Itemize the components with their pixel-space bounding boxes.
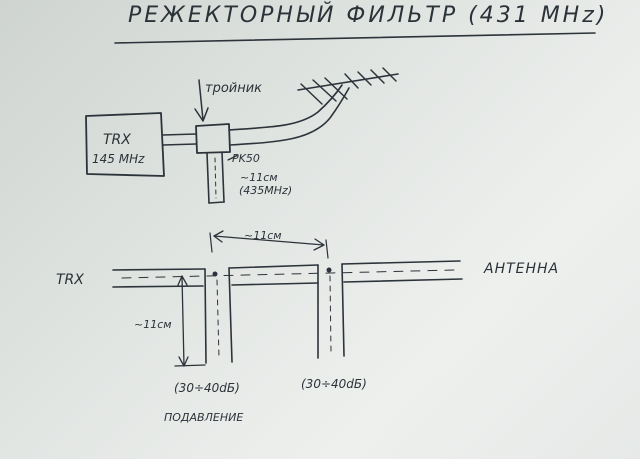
trx-frequency: 145 MHz [92,152,145,166]
spacing-arrow-left [213,230,224,243]
top-stub-right-wall [221,151,225,203]
stub2-walls [317,263,345,359]
stub-length-base [174,364,206,367]
main-line-centre-conductor [121,269,456,279]
top-stub-end [208,201,225,204]
tee-arrow-head [194,107,209,122]
stub-length-label: ~11см [134,318,172,331]
coax-to-antenna-top [228,84,343,131]
spacing-dimension-line [213,235,325,246]
stub2-attenuation: (30÷40dБ) [301,377,367,391]
spacing-tick-right [325,239,329,259]
stub1-junction-dot [212,271,218,277]
suppression-label: ПОДАВЛЕНИЕ [164,411,243,424]
stub-length-dimension-line [181,275,185,367]
top-stub-length: ~11см [240,171,278,184]
antenna-icon [297,67,399,105]
spacing-tick-left [209,232,213,253]
spacing-arrow-right [313,238,325,251]
stub2-centre-conductor [329,275,332,353]
stub-length-arrow-top [177,275,188,286]
bottom-trx-label: TRX [56,272,84,288]
stub2-junction-dot [326,267,332,273]
trx-box [85,112,165,177]
trx-label: TRX [103,132,131,148]
main-line-top-wall [112,260,461,271]
cable-type-label: PK50 [232,152,260,165]
main-line-bottom-wall [112,278,463,288]
tee-label: тройник [205,81,262,96]
tee-connector [195,123,231,154]
coax-to-tee-top [162,133,197,136]
spacing-label: ~11см [244,229,282,242]
top-stub-frequency: (435MHz) [239,184,292,197]
stub1-walls [204,267,233,364]
tee-arrow-shaft [198,79,204,121]
coax-to-tee-bottom [162,143,197,146]
stub-label-pointer [227,154,239,161]
top-stub-centre-conductor [214,157,217,199]
coax-to-antenna-bottom [229,87,350,146]
antenna-label: АНТЕННА [483,261,559,277]
stub1-attenuation: (30÷40dБ) [174,381,240,395]
page-title: РЕЖЕКТОРНЫЙ ФИЛЬТР (431 MHz) [128,2,608,28]
title-underline [114,32,596,44]
stub1-centre-conductor [216,279,220,359]
top-stub-left-wall [206,152,210,204]
